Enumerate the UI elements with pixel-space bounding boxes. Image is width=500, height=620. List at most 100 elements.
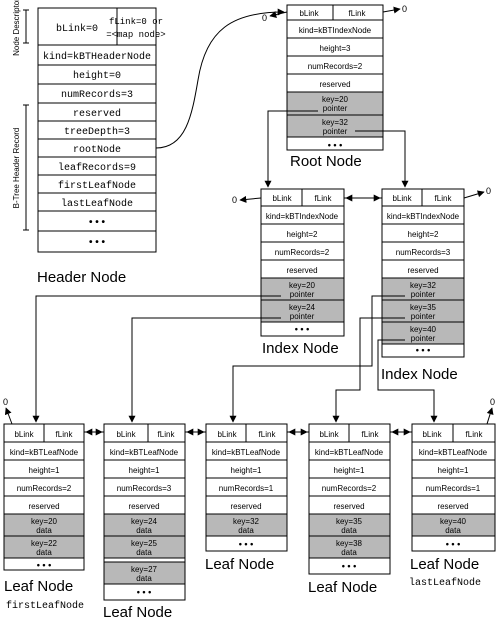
index-2-flink: fLink <box>435 194 453 203</box>
leaf-5-record-1-key: key=40 <box>440 517 467 526</box>
root-blink-null-arrow <box>269 11 288 18</box>
header-blink: bLink=0 <box>56 23 98 35</box>
leaf-5-height: height=1 <box>438 466 469 475</box>
leaf-2-kind: kind=kBTLeafNode <box>110 448 179 457</box>
index-2-record-3-key: key=40 <box>410 325 437 334</box>
index-2-record-1-key: key=32 <box>410 281 437 290</box>
index-1-record-1-value: pointer <box>290 290 315 299</box>
header-kind: kind=kBTHeaderNode <box>43 51 151 63</box>
leaf-2-record-2-key: key=25 <box>131 539 158 548</box>
leaf-2-record-1-key: key=24 <box>131 517 158 526</box>
leaf-5-flink-null-arrow <box>486 407 494 425</box>
leaf-2-record-3 <box>103 561 186 585</box>
root-more: • • • <box>328 140 342 150</box>
index-2-record-3-value: pointer <box>411 334 436 343</box>
leaf-5-reserved: reserved <box>437 502 468 511</box>
index-1-to-leaf-1-arrow <box>32 295 281 423</box>
leaf-3-record-1-value: data <box>238 526 254 535</box>
index-node-2-title: Index Node <box>381 366 458 383</box>
leaf-2-record-2-value: data <box>136 548 152 557</box>
root-num-records: numRecords=2 <box>308 62 363 71</box>
header-root-node: rootNode <box>73 144 121 156</box>
index-2-record-3 <box>381 321 465 345</box>
index-2-to-leaf-3-arrow <box>229 295 405 423</box>
leaf-1-num-records: numRecords=2 <box>17 484 72 493</box>
index-node-2: bLink fLink kind=kBTIndexNode height=2 n… <box>381 188 465 383</box>
index-node-1-title: Index Node <box>262 340 339 357</box>
leaf-node-5: bLink fLink kind=kBTLeafNode height=1 nu… <box>409 423 496 589</box>
leaf-1-blink-null-arrow <box>4 407 13 425</box>
null-label-root-right: 0 <box>402 4 407 14</box>
leaf-3-blink: bLink <box>217 430 237 439</box>
leaf-2-reserved: reserved <box>128 502 159 511</box>
leaf-node-4: bLink fLink kind=kBTLeafNode height=1 nu… <box>308 423 391 596</box>
leaf-2-record-3-value: data <box>136 574 152 583</box>
index-1-record-1-key: key=20 <box>289 281 316 290</box>
header-flink-line1: fLink=0 or <box>109 17 163 27</box>
leaf-1-flink: fLink <box>56 430 74 439</box>
node-descriptor-label: Node Descriptor <box>12 0 21 56</box>
index-2-record-2-value: pointer <box>411 312 436 321</box>
leaf-node-5-title: Leaf Node <box>410 556 479 573</box>
root-flink-null-arrow <box>382 6 401 14</box>
root-reserved: reserved <box>319 80 350 89</box>
leaf-2-record-1-value: data <box>136 526 152 535</box>
root-height: height=3 <box>320 44 351 53</box>
header-more-2: • • • <box>89 237 106 248</box>
root-kind: kind=kBTIndexNode <box>299 26 372 35</box>
root-node-pointer-arrow <box>155 8 285 149</box>
root-blink: bLink <box>299 9 319 18</box>
leaf-4-flink: fLink <box>362 430 380 439</box>
leaf-4-record-1-key: key=35 <box>336 517 363 526</box>
root-node: bLink fLink kind=kBTIndexNode height=3 n… <box>286 4 384 170</box>
leaf-5-record-1-value: data <box>445 526 461 535</box>
index-2-reserved: reserved <box>407 266 438 275</box>
leaf-2-record-2 <box>103 535 186 559</box>
index-1-reserved: reserved <box>286 266 317 275</box>
null-label-index-right: 0 <box>486 186 491 196</box>
leaf-4-record-2-value: data <box>341 548 357 557</box>
leaf-5-flink: fLink <box>466 430 484 439</box>
leaf-1-record-1-key: key=20 <box>31 517 58 526</box>
header-node: bLink=0 fLink=0 or =<map node> kind=kBTH… <box>37 7 166 286</box>
leaf-2-num-records: numRecords=3 <box>117 484 172 493</box>
header-height: height=0 <box>73 70 121 82</box>
leaf-node-1: bLink fLink kind=kBTLeafNode height=1 nu… <box>3 423 85 612</box>
index-2-to-leaf-4-arrow <box>332 317 405 423</box>
index-1-kind: kind=kBTIndexNode <box>266 212 339 221</box>
root-flink: fLink <box>349 9 367 18</box>
index-2-height: height=2 <box>408 230 439 239</box>
leaf-1-blink: bLink <box>14 430 34 439</box>
leaf-1-record-2-value: data <box>36 548 52 557</box>
index-2-record-2-key: key=35 <box>410 303 437 312</box>
leaf-1-more: • • • <box>37 560 51 570</box>
leaf-4-blink: bLink <box>319 430 339 439</box>
null-label-root-left: 0 <box>262 13 267 23</box>
null-label-index-left: 0 <box>232 195 237 205</box>
leaf-5-num-records: numRecords=1 <box>426 484 481 493</box>
leaf-3-num-records: numRecords=1 <box>219 484 274 493</box>
header-flink-line2: =<map node> <box>106 30 165 40</box>
header-more-1: • • • <box>89 217 106 228</box>
pointer-arrows <box>4 6 494 436</box>
leaf-node-1-subtitle: firstLeafNode <box>6 600 84 612</box>
leaf-4-record-2 <box>308 535 391 559</box>
header-leaf-records: leafRecords=9 <box>58 162 136 174</box>
root-record-1-value: pointer <box>323 104 348 113</box>
leaf-3-record-1-key: key=32 <box>233 517 260 526</box>
leaf-node-2-title: Leaf Node <box>103 604 172 620</box>
header-reserved: reserved <box>73 108 121 120</box>
index-2-blink: bLink <box>392 194 412 203</box>
leaf-3-kind: kind=kBTLeafNode <box>212 448 281 457</box>
header-tree-depth: treeDepth=3 <box>64 126 130 138</box>
leaf-3-more: • • • <box>239 539 253 549</box>
root-to-index-2-arrow <box>355 130 409 188</box>
index-1-record-2 <box>260 299 345 323</box>
leaf-4-record-2-key: key=38 <box>336 539 363 548</box>
index-1-num-records: numRecords=2 <box>275 248 330 257</box>
leaf-node-3: bLink fLink kind=kBTLeafNode height=1 nu… <box>205 423 288 573</box>
index-1-more: • • • <box>295 324 309 334</box>
leaf-3-record-1 <box>205 513 288 537</box>
leaf-5-kind: kind=kBTLeafNode <box>419 448 488 457</box>
index-2-flink-null-arrow <box>463 190 485 199</box>
